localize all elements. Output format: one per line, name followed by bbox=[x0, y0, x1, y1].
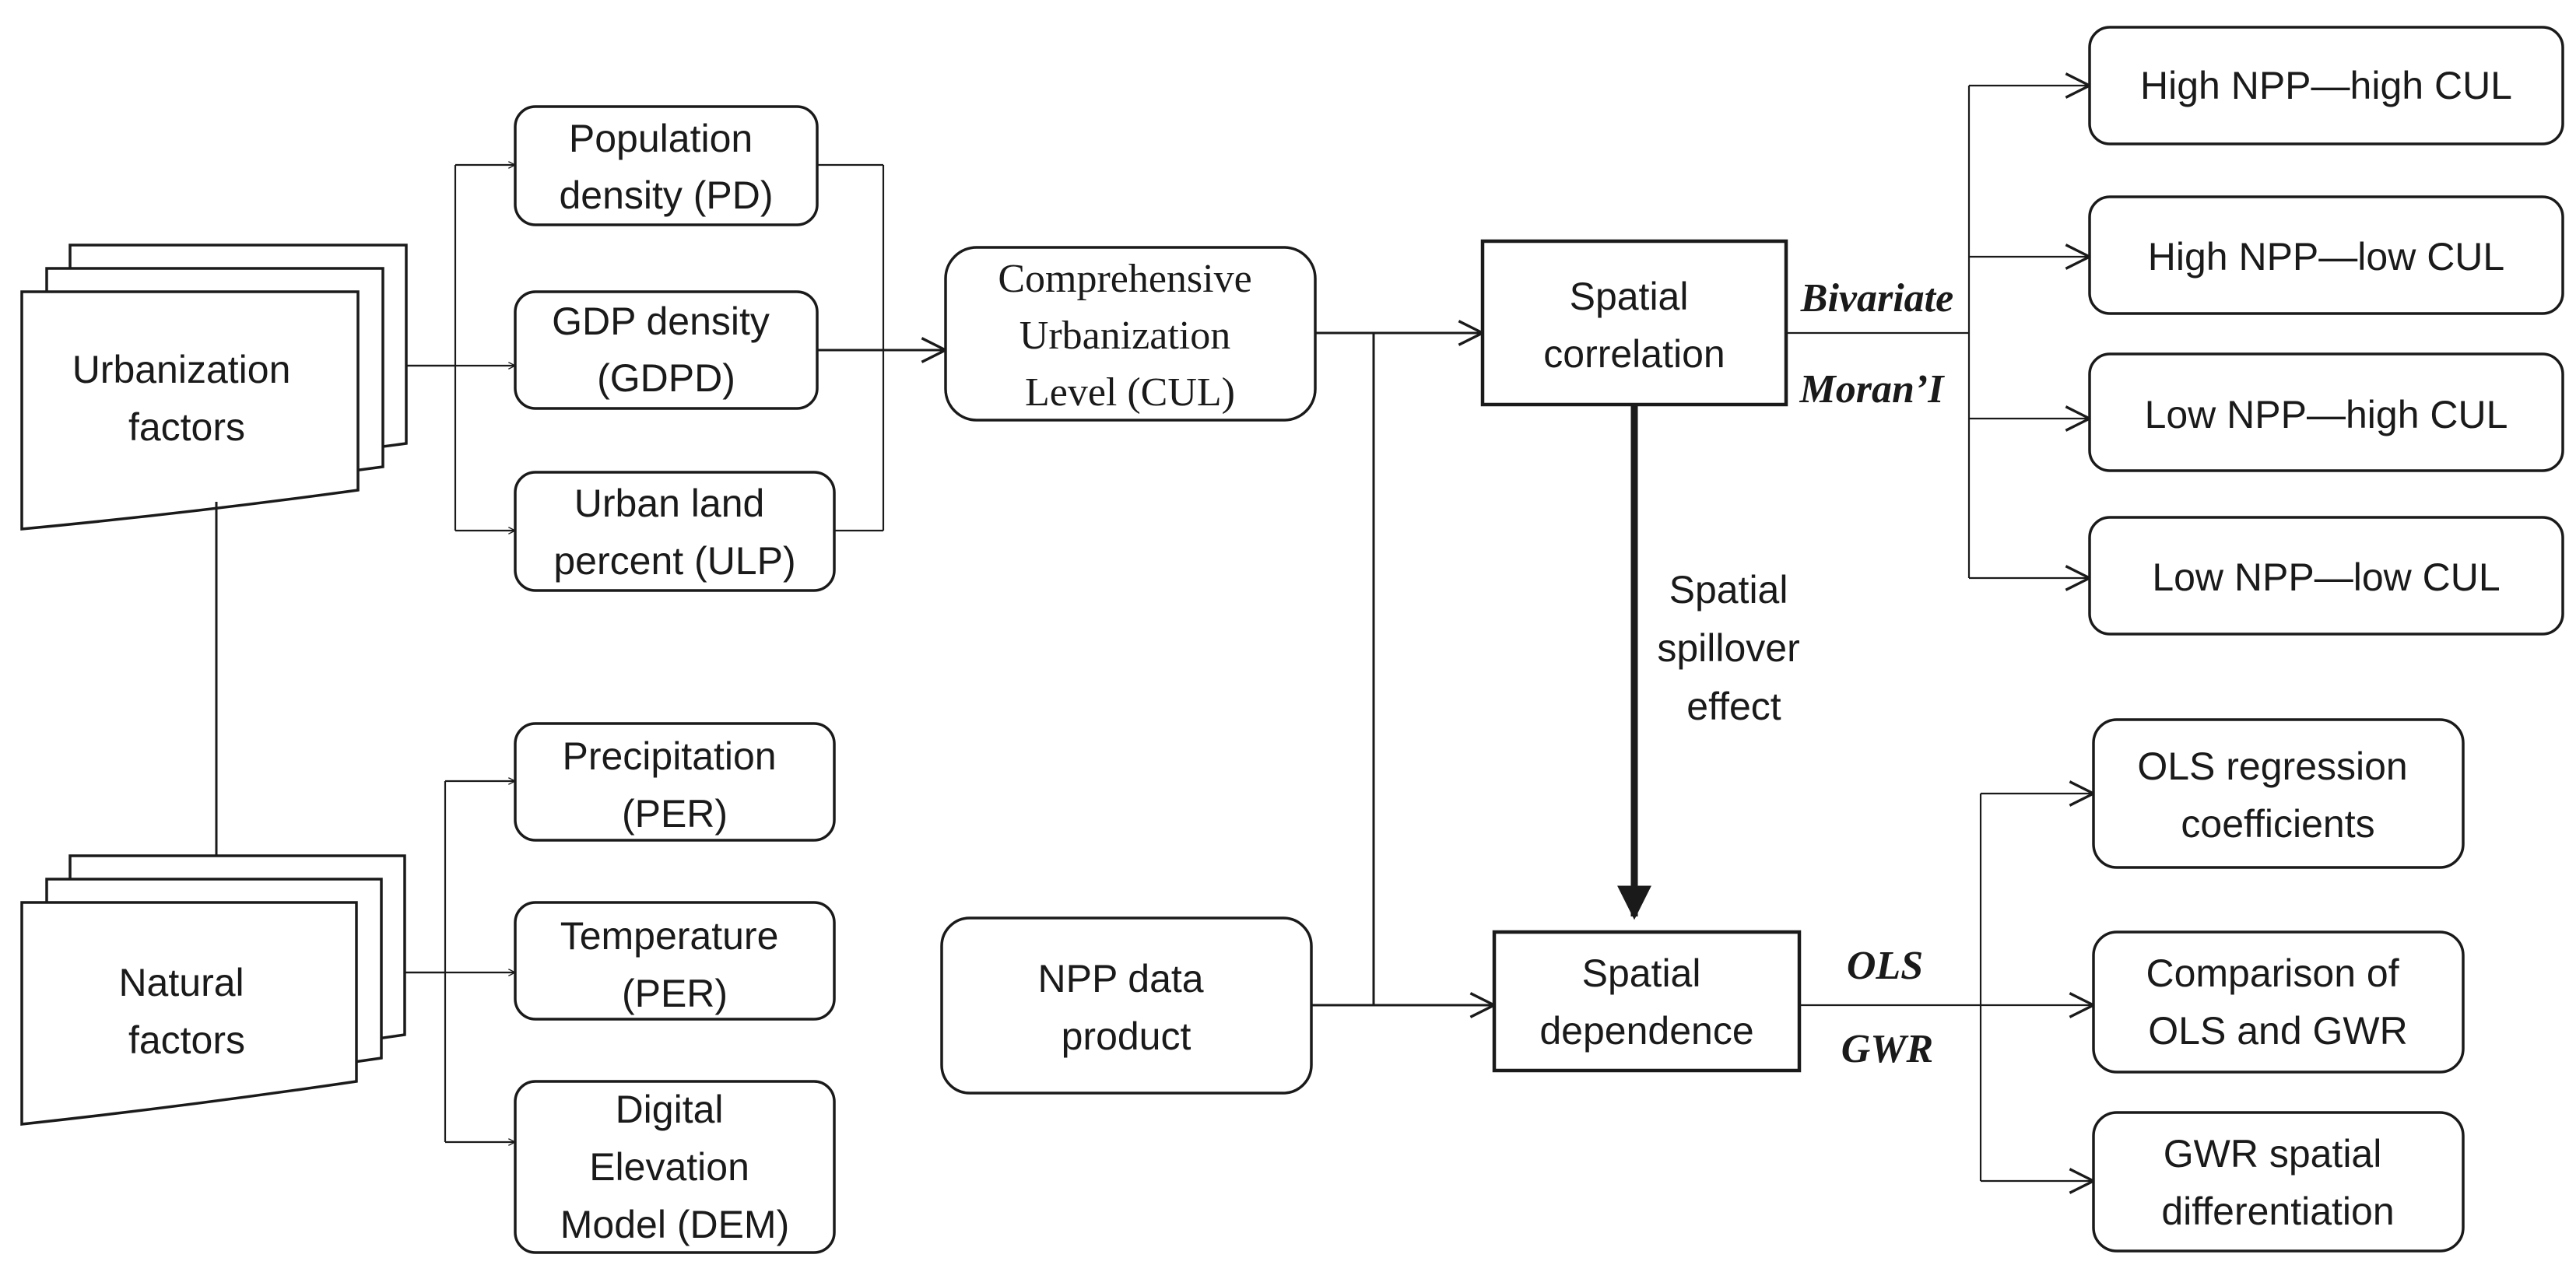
gwr-differentiation-box: GWR spatial differentiation bbox=[2092, 1111, 2465, 1253]
dependence-output-connectors bbox=[1799, 794, 2093, 1181]
svg-text:NPP data product: NPP data product bbox=[1037, 957, 1214, 1058]
urban-land-percent-box: Urban land percent (ULP) bbox=[514, 471, 836, 592]
spatial-dependence-box: Spatial dependence bbox=[1492, 930, 1802, 1073]
outcome-low-npp-high-cul: Low NPP—high CUL bbox=[2088, 352, 2564, 472]
precipitation-box: Precipitation (PER) bbox=[514, 722, 836, 842]
outcome-high-npp-low-cul: High NPP—low CUL bbox=[2088, 195, 2564, 315]
cul-npp-merge-connectors bbox=[1311, 333, 1494, 1005]
gdp-density-box: GDP density (GDPD) bbox=[514, 290, 819, 410]
natural-branch-connectors bbox=[405, 781, 515, 1142]
urbanization-branch-connectors bbox=[406, 165, 515, 531]
svg-text:Spatial dependence: Spatial dependence bbox=[1539, 951, 1753, 1053]
ols-label: OLS bbox=[1847, 944, 1923, 988]
temperature-box: Temperature (PER) bbox=[514, 901, 836, 1021]
ols-coefficients-box: OLS regression coefficients bbox=[2092, 718, 2465, 869]
bivariate-label: Bivariate bbox=[1800, 276, 1953, 321]
natural-factors-label: Natural factors bbox=[118, 961, 254, 1062]
dem-box: Digital Elevation Model (DEM) bbox=[514, 1080, 836, 1254]
svg-text:Low NPP—high CUL: Low NPP—high CUL bbox=[2145, 393, 2508, 436]
moran-i-label: Moran’I bbox=[1799, 367, 1946, 412]
correlation-output-connectors bbox=[1786, 86, 2090, 578]
outcome-high-npp-high-cul: High NPP—high CUL bbox=[2088, 26, 2564, 145]
spatial-correlation-box: Spatial correlation bbox=[1480, 239, 1788, 407]
svg-text:Comprehensive Urbanizati: Comprehensive Urbanization Level (CUL) bbox=[998, 257, 1262, 415]
svg-text:GDP density (GDPD): GDP density (GDPD) bbox=[552, 300, 781, 400]
svg-text:Precipitation (PER): Precipitation (PER) bbox=[562, 734, 787, 836]
svg-text:Population density (PD): Population density (PD) bbox=[559, 117, 773, 217]
indicator-merge-connectors bbox=[817, 163, 946, 532]
population-density-box: Population density (PD) bbox=[514, 105, 819, 226]
cul-box: Comprehensive Urbanization Level (CUL) bbox=[944, 246, 1317, 422]
npp-data-box: NPP data product bbox=[940, 916, 1313, 1095]
urbanization-factors-label: Urbanization factors bbox=[72, 348, 302, 449]
svg-text:Digital Elevation: Digital Elevation Model (DEM) bbox=[560, 1088, 789, 1246]
urbanization-factors-doc: Urbanization factors bbox=[20, 244, 408, 531]
gwr-label: GWR bbox=[1841, 1027, 1933, 1071]
svg-text:Spatial correlation: Spatial correlation bbox=[1543, 275, 1725, 376]
svg-text:Temperature (PER): Temperature (PER) bbox=[560, 914, 790, 1015]
svg-text:GWR spatial differentiat: GWR spatial differentiation bbox=[2161, 1132, 2394, 1233]
svg-text:Comparison of OLS and GW: Comparison of OLS and GWR bbox=[2146, 951, 2409, 1053]
svg-text:Urban land percent (ULP): Urban land percent (ULP) bbox=[553, 482, 795, 583]
svg-text:Low NPP—low CUL: Low NPP—low CUL bbox=[2152, 555, 2500, 599]
spillover-label: Spatial spillover effect bbox=[1657, 568, 1810, 728]
svg-text:High NPP—low CUL: High NPP—low CUL bbox=[2148, 235, 2504, 279]
svg-text:High NPP—high CUL: High NPP—high CUL bbox=[2140, 64, 2512, 107]
svg-text:OLS regression coefficie: OLS regression coefficients bbox=[2137, 745, 2418, 846]
outcome-low-npp-low-cul: Low NPP—low CUL bbox=[2088, 516, 2564, 636]
ols-gwr-comparison-box: Comparison of OLS and GWR bbox=[2092, 930, 2465, 1074]
natural-factors-doc: Natural factors bbox=[20, 854, 406, 1126]
